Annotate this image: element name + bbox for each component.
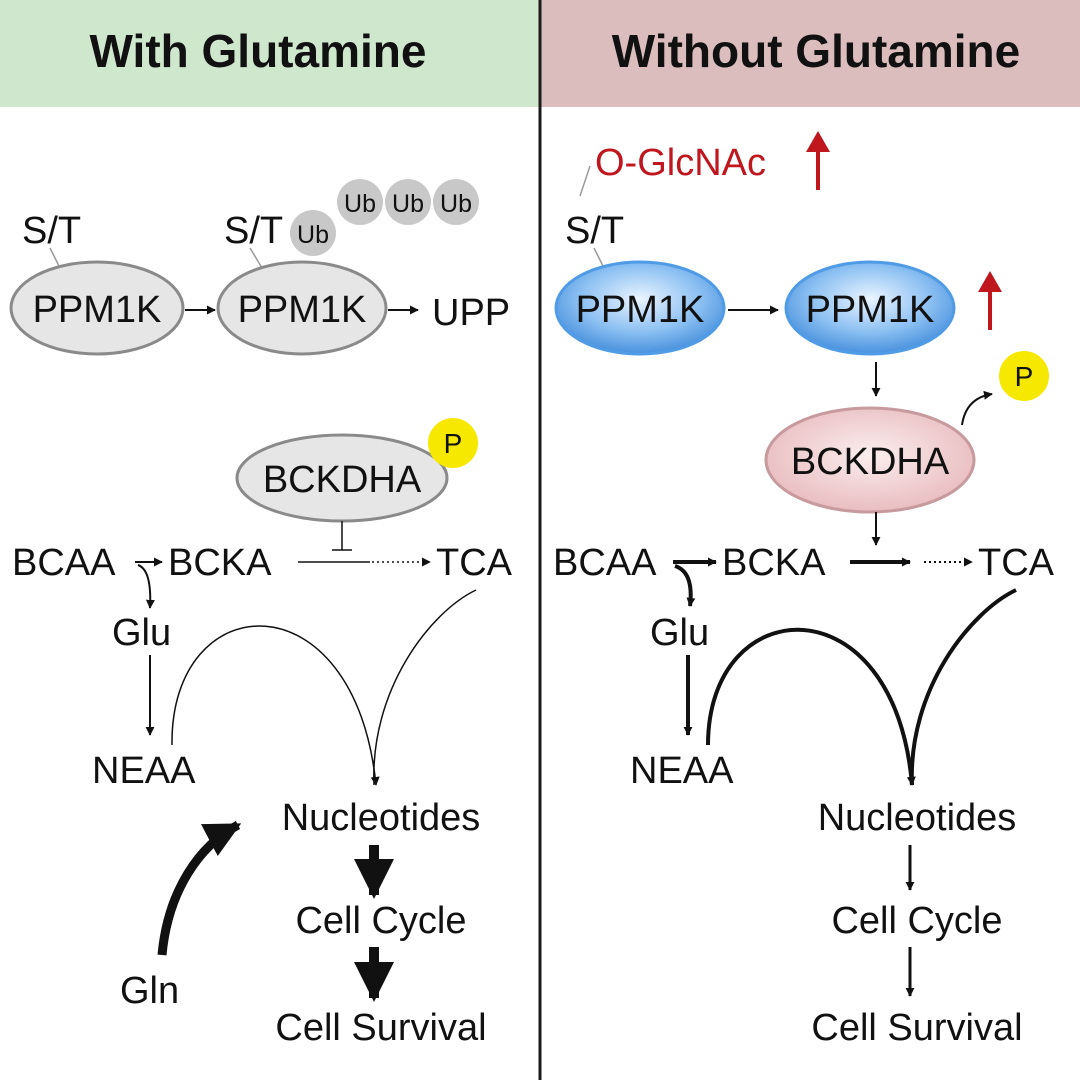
ubiquitin-icon (385, 179, 431, 225)
upp-label: UPP (432, 292, 510, 334)
bcka-label: BCKA (722, 542, 826, 584)
site-label: S/T (565, 210, 624, 252)
bcaa-label: BCAA (553, 542, 657, 584)
ppm1k-node (9, 260, 185, 356)
phosphate-icon (428, 418, 478, 468)
ppm1k-label: PPM1K (806, 289, 935, 331)
ppm1k-label: PPM1K (238, 289, 367, 331)
glu-label: Glu (650, 612, 709, 654)
thick-arrow-gln-to-nucleotides (157, 821, 242, 956)
arrow-phosphate-release (961, 390, 993, 426)
glu-label: Glu (112, 612, 171, 654)
bold-arrow-bcaa-to-glu (674, 564, 696, 607)
neaa-label: NEAA (92, 750, 196, 792)
ppm1k-label: PPM1K (576, 289, 705, 331)
cell-cycle-label: Cell Cycle (295, 900, 466, 942)
ppm1k-stabilized-node (784, 260, 956, 356)
ppm1k-glycosylated-node (554, 260, 726, 356)
ubiquitin-chain: Ub Ub Ub Ub (290, 179, 479, 256)
site-link-line (593, 247, 605, 269)
bcaa-label: BCAA (12, 542, 116, 584)
ppm1k-label: PPM1K (33, 289, 162, 331)
nucleotides-label: Nucleotides (818, 797, 1017, 839)
bckdha-label: BCKDHA (791, 441, 950, 483)
tca-label: TCA (978, 542, 1055, 584)
ubiquitin-icon (433, 179, 479, 225)
left-header-band (0, 0, 540, 107)
upregulated-arrow-icon (806, 131, 830, 190)
ub-label: Ub (440, 190, 472, 218)
ppm1k-ubiquitinated-node (216, 260, 388, 356)
left-panel-title: With Glutamine (90, 25, 427, 77)
gln-label: Gln (120, 970, 179, 1012)
bckdha-dephosphorylated-node (764, 406, 976, 514)
ub-label: Ub (392, 190, 424, 218)
site-link-line (249, 247, 263, 269)
arc-tca-to-nucleotides (373, 589, 477, 786)
nucleotides-label: Nucleotides (282, 797, 481, 839)
upregulated-arrow-icon (978, 271, 1002, 330)
ub-label: Ub (297, 221, 329, 249)
site-label: S/T (22, 210, 81, 252)
o-glcnac-label: O-GlcNAc (595, 142, 766, 184)
glycosylation-link-line (579, 165, 591, 197)
bold-arc-neaa-to-nucleotides (706, 627, 916, 786)
right-panel-title: Without Glutamine (612, 25, 1020, 77)
arrow-bcaa-to-glu (137, 564, 155, 609)
site-label: S/T (224, 210, 283, 252)
neaa-label: NEAA (630, 750, 734, 792)
bcka-label: BCKA (168, 542, 272, 584)
site-link-line (49, 247, 61, 269)
phosphate-label: P (444, 428, 463, 459)
bold-arc-tca-to-nucleotides (909, 588, 1017, 786)
cell-survival-label: Cell Survival (811, 1007, 1022, 1049)
right-header-band (540, 0, 1080, 107)
ubiquitin-icon (337, 179, 383, 225)
cell-survival-label: Cell Survival (275, 1007, 486, 1049)
ubiquitin-icon (290, 210, 336, 256)
tca-label: TCA (436, 542, 513, 584)
phosphate-label: P (1015, 361, 1034, 392)
phosphate-icon (999, 351, 1049, 401)
ub-label: Ub (344, 190, 376, 218)
arc-neaa-to-nucleotides (171, 625, 380, 786)
cell-cycle-label: Cell Cycle (831, 900, 1002, 942)
bckdha-label: BCKDHA (263, 459, 422, 501)
